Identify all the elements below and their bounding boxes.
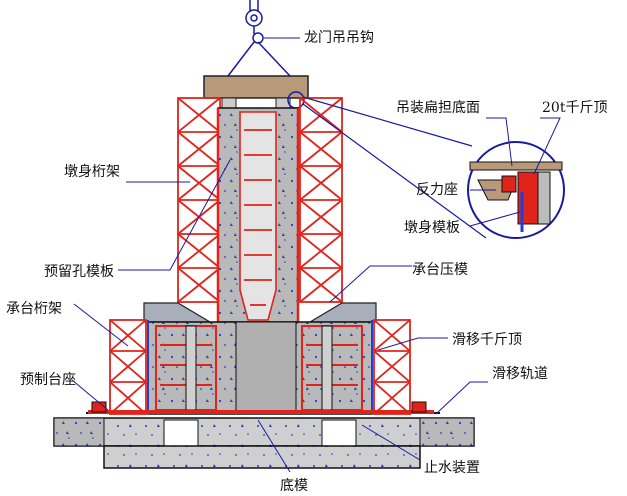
label-cap-truss: 承台桁架 [6, 301, 62, 317]
crane-hook [227, 0, 291, 77]
label-pier-formwork: 墩身模板 [404, 220, 460, 236]
slide-track [88, 410, 434, 414]
leader-lines [71, 37, 561, 473]
label-jack-20t: 20t千斤顶 [542, 100, 607, 116]
label-beam-bottom: 吊装扁担底面 [396, 100, 480, 116]
lifting-beam [203, 75, 309, 99]
reserved-hole-form [239, 111, 277, 321]
cap-truss-left [109, 319, 147, 415]
label-reaction-seat: 反力座 [416, 182, 458, 198]
label-slide-jack: 滑移千斤顶 [452, 331, 522, 348]
label-reserved-hole-form: 预留孔模板 [44, 264, 114, 280]
pier-truss-left [177, 97, 221, 303]
pier-truss-right [299, 97, 343, 303]
label-pier-truss: 墩身桁架 [64, 164, 120, 180]
detail-view [302, 96, 565, 239]
slide-jack [411, 401, 427, 413]
precast-pedestal [53, 417, 475, 447]
label-slide-track: 滑移轨道 [492, 365, 548, 382]
label-bottom-form: 底模 [280, 478, 308, 494]
label-cap-press-beam: 承台压模 [412, 262, 468, 278]
label-precast-pedestal: 预制台座 [20, 372, 76, 388]
cap-truss-right [373, 319, 411, 415]
label-water-stop: 止水装置 [424, 460, 480, 476]
bottom-slab [103, 445, 421, 469]
label-hook: 龙门吊吊钩 [304, 30, 374, 46]
